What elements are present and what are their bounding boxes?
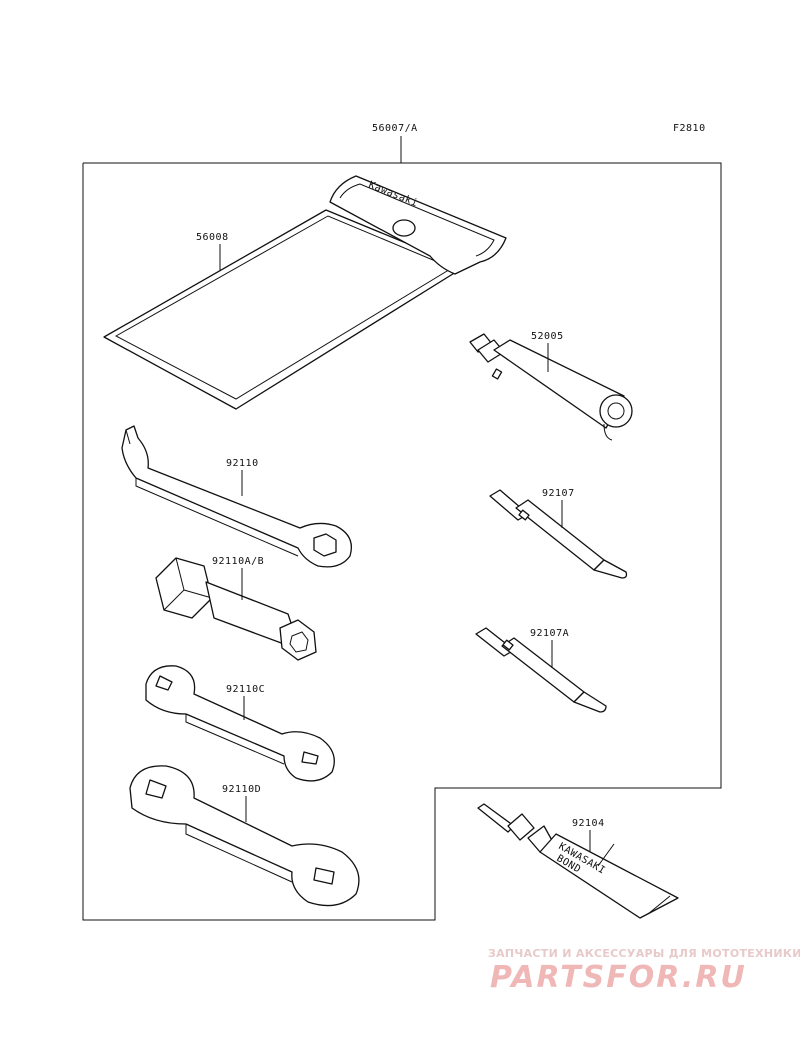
tool-bag[interactable]: Kawasaki bbox=[103, 175, 507, 410]
figure-code: F2810 bbox=[673, 123, 706, 134]
spark-plug-wrench[interactable] bbox=[469, 333, 633, 441]
callout-52005[interactable]: 52005 bbox=[531, 331, 564, 342]
screwdriver[interactable] bbox=[489, 489, 628, 579]
screwdriver-a[interactable] bbox=[475, 627, 607, 713]
kit-frame bbox=[82, 162, 722, 921]
open-wrench-c[interactable] bbox=[145, 665, 335, 782]
callout-92110c[interactable]: 92110C bbox=[226, 684, 265, 695]
watermark-tagline: ЗАПЧАСТИ И АКСЕССУАРЫ ДЛЯ МОТОТЕХНИКИ bbox=[488, 947, 800, 960]
callout-92110ab[interactable]: 92110A/B bbox=[212, 556, 264, 567]
callout-56008[interactable]: 56008 bbox=[196, 232, 229, 243]
callout-92110d[interactable]: 92110D bbox=[222, 784, 261, 795]
open-wrench-d[interactable] bbox=[129, 765, 360, 907]
callout-92107[interactable]: 92107 bbox=[542, 488, 575, 499]
box-wrench[interactable] bbox=[155, 557, 317, 661]
callout-92110[interactable]: 92110 bbox=[226, 458, 259, 469]
snap-button-icon bbox=[392, 219, 416, 237]
watermark-logo: PARTSFOR.RU bbox=[490, 960, 747, 995]
callout-56007a[interactable]: 56007/A bbox=[372, 123, 418, 134]
hook-wrench[interactable] bbox=[121, 425, 353, 568]
callout-92107a[interactable]: 92107A bbox=[530, 628, 569, 639]
callout-92104[interactable]: 92104 bbox=[572, 818, 605, 829]
